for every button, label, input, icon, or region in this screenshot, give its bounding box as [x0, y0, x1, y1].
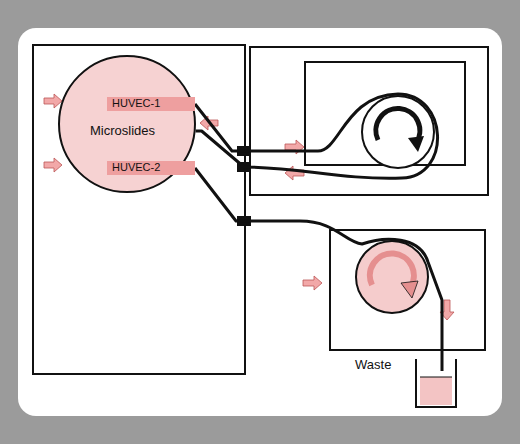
rotation-arrowhead — [408, 136, 424, 152]
tubing — [195, 168, 442, 371]
tubing — [195, 94, 438, 178]
microslide-bar: HUVEC-2 — [107, 161, 195, 175]
pump-rotor — [362, 96, 434, 168]
node-label: HUVEC-1 — [112, 98, 160, 109]
waste-beaker: Waste — [355, 355, 460, 411]
pump-housing — [250, 47, 488, 195]
incubator-box — [33, 45, 245, 374]
beaker-outline — [412, 355, 460, 411]
node-label: Microslides — [90, 123, 155, 138]
rotation-arrowhead — [401, 281, 418, 298]
pump-rotor — [356, 241, 428, 313]
node-label: HUVEC-2 — [112, 162, 160, 173]
pump-housing — [330, 230, 485, 350]
node-label: Waste — [355, 357, 391, 372]
microslide-chamber: Microslides HUVEC-1HUVEC-2 — [58, 55, 196, 193]
microslide-bar: HUVEC-1 — [107, 97, 195, 111]
flow-arrows — [44, 94, 454, 320]
white-panel — [18, 28, 502, 416]
